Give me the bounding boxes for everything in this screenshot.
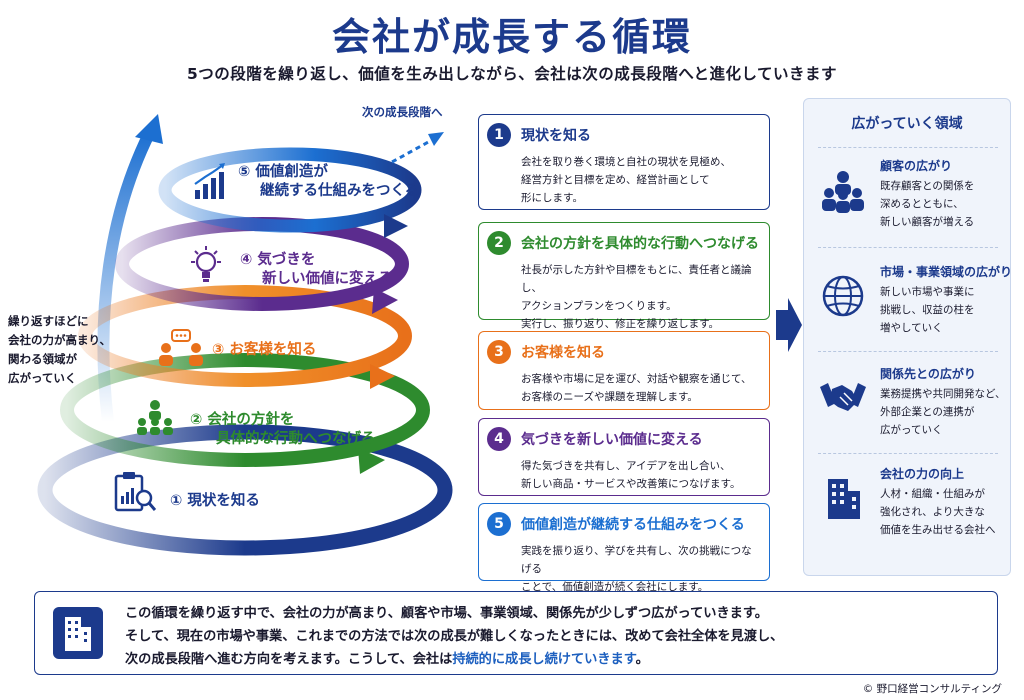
side-note-line: 広がっていく xyxy=(8,371,77,385)
step-number: 2 xyxy=(487,231,511,255)
page-subtitle: 5つの段階を繰り返し、価値を生み出しながら、会社は次の成長段階へと進化していきま… xyxy=(186,65,838,83)
step-number: 5 xyxy=(487,512,511,536)
clipboard-search-icon xyxy=(114,472,157,512)
divider xyxy=(818,453,998,454)
loop-4-label: ④ 気づきを 新しい価値に変える xyxy=(240,252,393,287)
loop-1 xyxy=(37,424,453,556)
domain-name: 会社の力の向上 xyxy=(880,467,965,481)
loop-2-arrowhead xyxy=(358,448,385,474)
big-right-arrow-icon xyxy=(776,298,802,352)
step-card-4: 4 気づきを新しい価値に変える 得た気づきを共有し、アイデアを出し合い、 新しい… xyxy=(478,418,770,496)
growth-chart-icon xyxy=(194,163,225,199)
domain-name: 顧客の広がり xyxy=(880,159,953,173)
step-card-5: 5 価値創造が継続する仕組みをつくる 実践を振り返り、学びを共有し、次の挑戦につ… xyxy=(478,503,770,593)
domain-name: 市場・事業領域の広がり xyxy=(880,265,1013,279)
next-stage-arrow xyxy=(391,138,433,164)
step-description: 会社を取り巻く環境と自社の現状を見極め、 経営方針と目標を定め、経営計画として … xyxy=(521,156,731,204)
loop-2-label: ② 会社の方針を 具体的な行動へつなげる xyxy=(190,412,376,447)
expanding-domains-panel: 広がっていく領域 顧客の広がり 既存顧客との関係を 深めるとともに、 新しい顧客… xyxy=(803,98,1013,576)
loop-5-arrowhead xyxy=(384,214,408,238)
divider xyxy=(818,247,998,248)
loop-5 xyxy=(158,147,422,233)
summary-line-2: そして、現在の市場や事業、これまでの方法では次の成長が難しくなったときには、改め… xyxy=(125,629,784,644)
step-card-1: 1 現状を知る 会社を取り巻く環境と自社の現状を見極め、 経営方針と目標を定め、… xyxy=(478,114,770,210)
step-title: 価値創造が継続する仕組みをつくる xyxy=(521,517,745,533)
loop-4-arrowhead xyxy=(372,288,398,314)
copyright: © 野口経営コンサルティング xyxy=(862,683,1002,695)
summary-line-3: 次の成長段階へ進む方向を考えます。こうして、会社は持続的に成長し続けていきます。 xyxy=(125,652,649,667)
page-title: 会社が成長する循環 xyxy=(331,15,692,59)
side-note-line: 繰り返すほどに xyxy=(8,314,89,328)
divider xyxy=(818,147,998,148)
step-title: 会社の方針を具体的な行動へつなげる xyxy=(521,236,759,252)
step-description: 得た気づきを共有し、アイデアを出し合い、 新しい商品・サービスや改善策につなげま… xyxy=(521,460,741,490)
side-note: 繰り返すほどに 会社の力が高まり、 関わる領域が 広がっていく xyxy=(8,312,111,388)
growth-spiral xyxy=(37,114,453,556)
lightbulb-icon xyxy=(191,246,221,282)
domain-description: 新しい市場や事業に 挑戦し、収益の柱を 増やしていく xyxy=(880,286,975,334)
summary-line-1: この循環を繰り返す中で、会社の力が高まり、顧客や市場、事業領域、関係先が少しずつ… xyxy=(125,606,768,621)
building-icon xyxy=(53,607,103,659)
step-description: お客様や市場に足を運び、対話や観察を通じて、 お客様のニーズや課題を理解します。 xyxy=(521,373,752,403)
step-description: 社長が示した方針や目標をもとに、責任者と議論し、 アクションプランをつくります。… xyxy=(521,264,752,330)
step-number: 1 xyxy=(487,123,511,147)
loop-2 xyxy=(60,353,430,467)
step-title: 気づきを新しい価値に変える xyxy=(521,432,703,448)
step-card-3: 3 お客様を知る お客様や市場に足を運び、対話や観察を通じて、 お客様のニーズや… xyxy=(478,331,770,410)
step-title: お客様を知る xyxy=(521,345,605,361)
customer-dialog-icon xyxy=(159,329,203,366)
globe-icon xyxy=(822,275,864,317)
building-icon xyxy=(828,479,860,519)
step-description: 実践を振り返り、学びを共有し、次の挑戦につなげる ことで、価値創造が続く会社にし… xyxy=(521,545,752,593)
loop-3-label: ③ お客様を知る xyxy=(212,342,317,358)
loop-5-label: ⑤ 価値創造が 継続する仕組みをつくる xyxy=(238,164,420,199)
step-number: 3 xyxy=(487,340,511,364)
emphasis-text: 持続的に成長し続けていきます xyxy=(452,652,636,667)
people-group-icon xyxy=(822,171,864,213)
next-stage-arrow-head xyxy=(428,132,444,146)
domain-description: 業務提携や共同開発など、 外部企業との連携が 広がっていく xyxy=(880,388,1006,436)
next-stage-label: 次の成長段階へ xyxy=(362,105,443,119)
domain-panel-title: 広がっていく領域 xyxy=(851,116,963,132)
domain-description: 既存顧客との関係を 深めるとともに、 新しい顧客が増える xyxy=(880,180,975,228)
step-card-2: 2 会社の方針を具体的な行動へつなげる 社長が示した方針や目標をもとに、責任者と… xyxy=(478,222,770,330)
loop-1-label: ① 現状を知る xyxy=(170,493,260,509)
loop-3-arrowhead xyxy=(370,364,395,389)
step-title: 現状を知る xyxy=(521,128,591,144)
divider xyxy=(818,351,998,352)
step-number: 4 xyxy=(487,427,511,451)
domain-name: 関係先との広がり xyxy=(880,367,976,381)
team-icon xyxy=(137,400,173,435)
loop-3 xyxy=(78,285,412,387)
summary-box: この循環を繰り返す中で、会社の力が高まり、顧客や市場、事業領域、関係先が少しずつ… xyxy=(34,591,998,675)
rising-arrow-head xyxy=(135,114,163,144)
domain-description: 人材・組織・仕組みが 強化され、より大きな 価値を生み出せる会社へ xyxy=(880,488,996,536)
side-note-line: 会社の力が高まり、 xyxy=(8,333,112,347)
handshake-icon xyxy=(820,383,866,411)
side-note-line: 関わる領域が xyxy=(8,352,77,366)
